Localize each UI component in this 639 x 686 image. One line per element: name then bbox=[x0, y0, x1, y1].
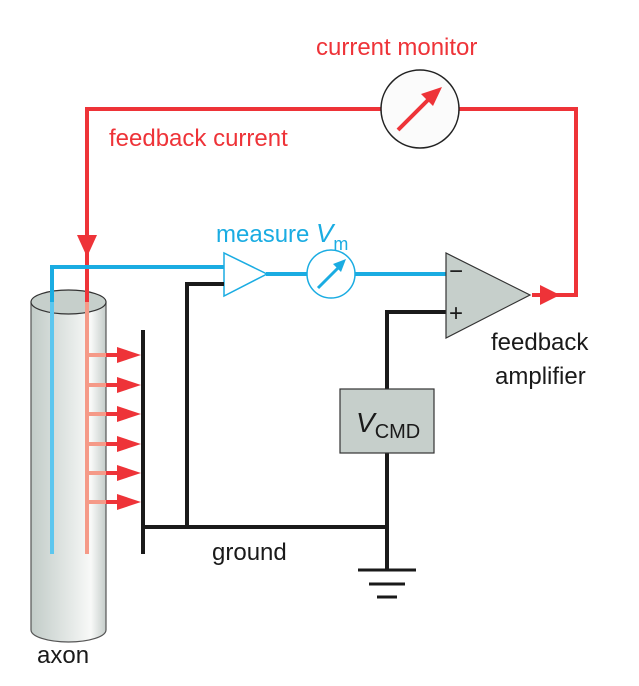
feedback-current-wire bbox=[77, 107, 578, 305]
current-monitor-meter bbox=[380, 69, 460, 149]
membrane-current-arrow bbox=[87, 347, 141, 363]
axon-cylinder bbox=[30, 289, 107, 643]
membrane-current-arrows bbox=[87, 347, 141, 510]
ground-icon bbox=[358, 568, 416, 599]
minus-input-label: − bbox=[449, 258, 463, 285]
membrane-current-arrow bbox=[87, 377, 141, 393]
feedback-amplifier bbox=[445, 252, 532, 339]
current-monitor-label: current monitor bbox=[316, 34, 477, 61]
feedback-amplifier-label-line1: feedback bbox=[491, 329, 589, 356]
axon-label: axon bbox=[37, 642, 89, 669]
command-voltage-source bbox=[339, 388, 435, 454]
ground-wiring bbox=[141, 282, 446, 570]
right-arrow-icon bbox=[540, 285, 560, 305]
voltage-electrode-wire bbox=[50, 265, 446, 554]
ground-label: ground bbox=[212, 539, 287, 566]
membrane-current-arrow bbox=[87, 494, 141, 510]
feedback-current-label: feedback current bbox=[109, 125, 288, 152]
voltage-meter bbox=[306, 249, 356, 299]
meter-needle-icon bbox=[333, 259, 346, 272]
feedback-amplifier-label-line2: amplifier bbox=[495, 363, 586, 390]
down-arrow-icon bbox=[77, 235, 97, 257]
plus-input-label: + bbox=[449, 300, 463, 327]
measure-vm-label: measure Vm bbox=[216, 218, 348, 254]
meter-needle-icon bbox=[421, 87, 442, 106]
vcmd-label: VCMD bbox=[356, 407, 420, 443]
buffer-amplifier bbox=[223, 251, 269, 298]
membrane-current-arrow bbox=[87, 465, 141, 481]
membrane-current-arrow bbox=[87, 406, 141, 422]
membrane-current-arrow bbox=[87, 436, 141, 452]
